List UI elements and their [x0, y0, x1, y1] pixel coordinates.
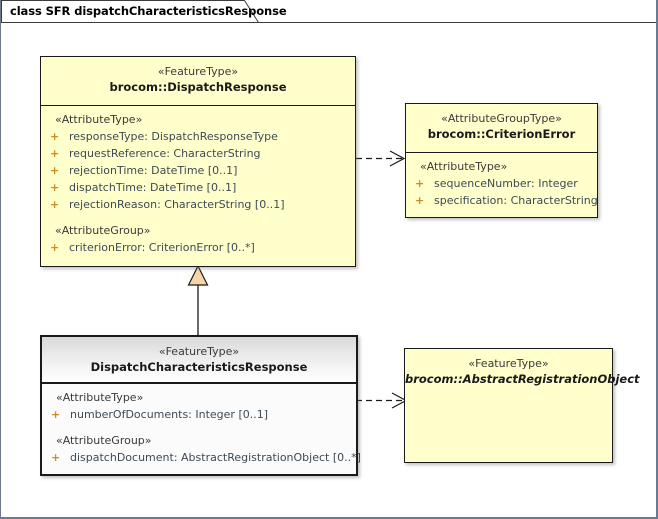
attribute-row[interactable]: + dispatchTime: DateTime [0..1] — [41, 179, 355, 196]
attribute-label: responseType: DispatchResponseType — [69, 130, 278, 143]
class-box-dispatch-response[interactable]: «FeatureType» brocom::DispatchResponse «… — [40, 56, 356, 267]
visibility-marker: + — [50, 164, 60, 177]
attribute-row[interactable]: + rejectionReason: CharacterString [0..1… — [41, 196, 355, 213]
class-header-dispatch-response: «FeatureType» brocom::DispatchResponse — [41, 57, 355, 106]
compartment-group-label: «AttributeType» — [55, 113, 143, 126]
visibility-marker: + — [415, 194, 425, 207]
attribute-label: numberOfDocuments: Integer [0..1] — [70, 408, 269, 421]
class-stereotype: «AttributeGroupType» — [441, 112, 562, 125]
class-header-abstract-registration-object: «FeatureType» brocom::AbstractRegistrati… — [405, 349, 640, 398]
visibility-marker: + — [50, 130, 60, 143]
dependency-dispatchresponse-to-criterionerror[interactable] — [356, 148, 408, 170]
dependency-dcr-to-abstractregistrationobject[interactable] — [356, 390, 410, 412]
visibility-marker: + — [51, 408, 61, 421]
attribute-label: rejectionReason: CharacterString [0..1] — [69, 198, 285, 211]
attribute-label: sequenceNumber: Integer — [434, 177, 578, 190]
visibility-marker: + — [415, 177, 425, 190]
diagram-title-tab: class SFR dispatchCharacteristicsRespons… — [1, 0, 287, 23]
class-name: DispatchCharacteristicsResponse — [90, 360, 308, 374]
attribute-row[interactable]: + dispatchDocument: AbstractRegistration… — [42, 449, 361, 466]
class-stereotype: «FeatureType» — [158, 345, 240, 358]
attribute-row[interactable]: + responseType: DispatchResponseType — [41, 128, 355, 145]
generalization-to-dispatchresponse[interactable] — [187, 264, 209, 337]
visibility-marker: + — [50, 181, 60, 194]
attribute-row[interactable]: + specification: CharacterString — [406, 192, 598, 209]
compartment-attributetype: «AttributeType» + numberOfDocuments: Int… — [42, 384, 356, 429]
visibility-marker: + — [50, 147, 60, 160]
visibility-marker: + — [50, 198, 60, 211]
class-box-abstract-registration-object[interactable]: «FeatureType» brocom::AbstractRegistrati… — [404, 348, 640, 463]
compartment-group-label: «AttributeType» — [420, 160, 508, 173]
diagram-title-label: class SFR dispatchCharacteristicsRespons… — [10, 4, 287, 18]
attribute-row[interactable]: + rejectionTime: DateTime [0..1] — [41, 162, 355, 179]
compartment-attributegroup: «AttributeGroup» + dispatchDocument: Abs… — [42, 429, 361, 472]
attribute-label: criterionError: CriterionError [0..*] — [69, 241, 255, 254]
class-stereotype: «FeatureType» — [468, 357, 549, 370]
class-header-criterion-error: «AttributeGroupType» brocom::CriterionEr… — [406, 104, 597, 153]
compartment-attributetype: «AttributeType» + sequenceNumber: Intege… — [406, 153, 598, 215]
compartment-attributegroup: «AttributeGroup» + criterionError: Crite… — [41, 219, 355, 262]
compartment-attributetype: «AttributeType» + responseType: Dispatch… — [41, 106, 355, 219]
compartment-group-label: «AttributeGroup» — [55, 224, 151, 237]
class-name: brocom::DispatchResponse — [109, 80, 287, 94]
attribute-label: requestReference: CharacterString — [69, 147, 261, 160]
class-box-criterion-error[interactable]: «AttributeGroupType» brocom::CriterionEr… — [405, 103, 598, 218]
attribute-label: specification: CharacterString — [434, 194, 598, 207]
attribute-row[interactable]: + criterionError: CriterionError [0..*] — [41, 239, 355, 256]
compartment-group-label: «AttributeGroup» — [56, 434, 152, 447]
class-name: brocom::CriterionError — [427, 127, 576, 141]
attribute-row[interactable]: + sequenceNumber: Integer — [406, 175, 597, 192]
attribute-label: dispatchTime: DateTime [0..1] — [69, 181, 237, 194]
attribute-row[interactable]: + requestReference: CharacterString — [41, 145, 355, 162]
visibility-marker: + — [51, 451, 61, 464]
class-stereotype: «FeatureType» — [157, 65, 239, 78]
class-name: brocom::AbstractRegistrationObject — [405, 372, 640, 386]
attribute-label: rejectionTime: DateTime [0..1] — [69, 164, 238, 177]
compartment-group-label: «AttributeType» — [56, 391, 144, 404]
class-box-dispatch-characteristics-response[interactable]: «FeatureType» DispatchCharacteristicsRes… — [40, 335, 361, 476]
visibility-marker: + — [50, 241, 60, 254]
title-bar-rule — [1, 22, 656, 23]
class-header-dispatch-characteristics-response: «FeatureType» DispatchCharacteristicsRes… — [42, 337, 356, 384]
attribute-label: dispatchDocument: AbstractRegistrationOb… — [70, 451, 361, 464]
attribute-row[interactable]: + numberOfDocuments: Integer [0..1] — [42, 406, 356, 423]
